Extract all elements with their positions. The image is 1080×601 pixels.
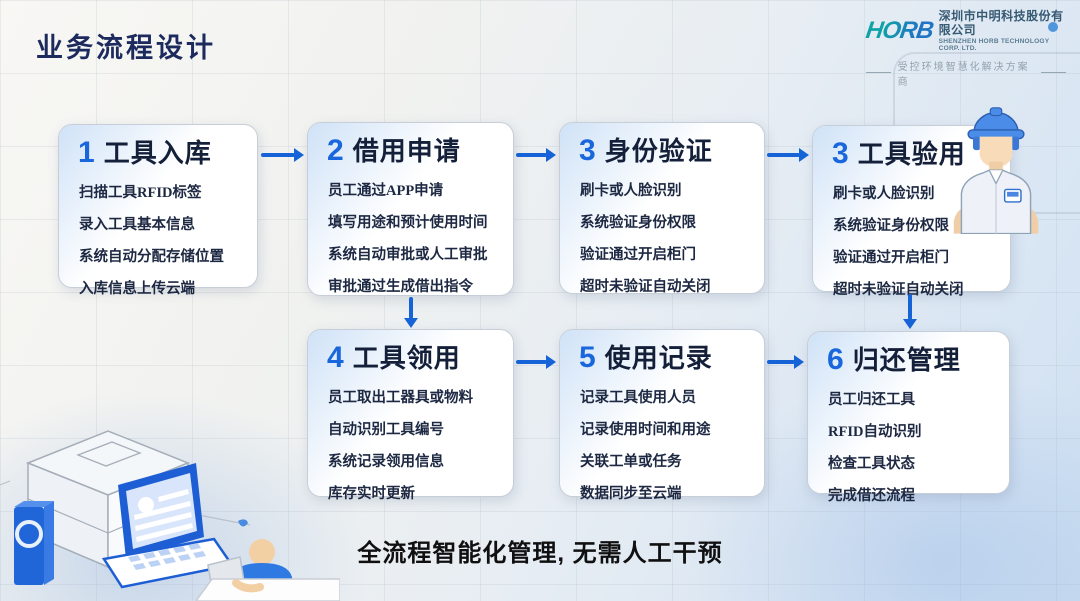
card-item: 系统自动审批或人工审批 [328,247,488,263]
card-title: 工具领用 [352,344,461,373]
card-items: 扫描工具RFID标签 录入工具基本信息 系统自动分配存储位置 入库信息上传云端 [59,177,257,305]
card-header: 6 归还管理 [808,332,1009,375]
card-items: 员工取出工器具或物料 自动识别工具编号 系统记录领用信息 库存实时更新 [308,382,513,510]
card-item: 超时未验证自动关闭 [580,279,711,295]
card-number: 1 [78,136,95,169]
card-header: 1 工具入库 [59,125,257,168]
card-item: 员工取出工器具或物料 [328,390,473,406]
card-item: 刷卡或人脸识别 [580,183,682,199]
card-title: 身份验证 [604,137,713,166]
printer-laptop-illustration [0,430,340,601]
card-title: 归还管理 [852,346,961,375]
tagline-dash-left [866,72,891,74]
card-header: 4 工具领用 [308,330,513,373]
card-item: 录入工具基本信息 [79,217,195,233]
card-item: 记录工具使用人员 [580,390,696,406]
arrow-right-icon [516,148,556,162]
company-name-cn: 深圳市中明科技股份有限公司 [938,9,1064,37]
tagline-dash-right [1041,72,1066,74]
card-item: 超时未验证自动关闭 [833,282,964,298]
logo-tagline-row: 受控环境智慧化解决方案商 [866,58,1066,88]
card-item: 系统验证身份权限 [580,215,696,231]
card-items: 员工归还工具 RFID自动识别 检查工具状态 完成借还流程 [808,384,1009,512]
footer-slogan: 全流程智能化管理, 无需人工干预 [357,540,723,567]
card-title: 借用申请 [352,137,461,166]
card-item: 扫描工具RFID标签 [79,185,202,201]
card-title: 使用记录 [604,344,713,373]
arrow-right-icon [767,148,809,162]
card-item: 完成借还流程 [828,488,915,504]
background-blue-dot [1048,22,1058,32]
card-header: 3 身份验证 [560,123,764,166]
card-items: 刷卡或人脸识别 系统验证身份权限 验证通过开启柜门 超时未验证自动关闭 [813,178,1010,306]
card-item: 审批通过生成借出指令 [328,279,473,295]
card-item: 刷卡或人脸识别 [833,186,935,202]
arrow-right-icon [261,148,304,162]
card-number: 3 [832,137,849,170]
card-item: 验证通过开启柜门 [833,250,949,266]
card-title: 工具入库 [103,139,212,168]
arrow-right-icon [516,355,556,369]
card-number: 3 [579,134,596,167]
arrow-down-icon [903,294,917,329]
card-items: 记录工具使用人员 记录使用时间和用途 关联工单或任务 数据同步至云端 [560,382,764,510]
arrow-down-icon [404,297,418,328]
company-tagline: 受控环境智慧化解决方案商 [897,61,1030,88]
card-items: 刷卡或人脸识别 系统验证身份权限 验证通过开启柜门 超时未验证自动关闭 [560,175,764,303]
card-item: 系统自动分配存储位置 [79,249,224,265]
card-item: 库存实时更新 [328,486,415,502]
card-item: 员工归还工具 [828,392,915,408]
card-number: 5 [579,341,596,374]
card-item: 关联工单或任务 [580,454,682,470]
brand-logo-icon: HORB [864,17,935,45]
card-borrow-request: 2 借用申请 员工通过APP申请 填写用途和预计使用时间 系统自动审批或人工审批… [307,122,514,296]
card-number: 6 [827,343,844,376]
card-item: 验证通过开启柜门 [580,247,696,263]
card-item: 员工通过APP申请 [328,183,444,199]
card-header: 3 工具验用 [813,126,1010,169]
card-header: 2 借用申请 [308,123,513,166]
card-tool-storage: 1 工具入库 扫描工具RFID标签 录入工具基本信息 系统自动分配存储位置 入库… [58,124,258,297]
logo-names: 深圳市中明科技股份有限公司 SHENZHEN HORB TECHNOLOGY C… [938,9,1066,53]
card-item: 数据同步至云端 [580,486,682,502]
card-header: 5 使用记录 [560,330,764,373]
card-usage-record: 5 使用记录 记录工具使用人员 记录使用时间和用途 关联工单或任务 数据同步至云… [559,329,765,502]
worker-illustration [953,107,1039,234]
card-item: 系统记录领用信息 [328,454,444,470]
card-item: 检查工具状态 [828,456,915,472]
card-item: 自动识别工具编号 [328,422,444,438]
card-items: 员工通过APP申请 填写用途和预计使用时间 系统自动审批或人工审批 审批通过生成… [308,175,513,303]
card-item: 记录使用时间和用途 [580,422,711,438]
company-name-en: SHENZHEN HORB TECHNOLOGY CORP. LTD. [938,37,1050,53]
card-item: RFID自动识别 [828,424,922,440]
card-number: 2 [327,134,344,167]
card-number: 4 [327,341,344,374]
company-logo: HORB 深圳市中明科技股份有限公司 SHENZHEN HORB TECHNOL… [864,9,1066,88]
card-tool-collection: 4 工具领用 员工取出工器具或物料 自动识别工具编号 系统记录领用信息 库存实时… [307,329,514,502]
arrow-right-icon [767,355,804,369]
card-return-management: 6 归还管理 员工归还工具 RFID自动识别 检查工具状态 完成借还流程 [807,331,1010,504]
page-title: 业务流程设计 [36,33,216,63]
card-item: 入库信息上传云端 [79,281,195,297]
card-item: 系统验证身份权限 [833,218,949,234]
card-title: 工具验用 [857,140,966,169]
logo-row: HORB 深圳市中明科技股份有限公司 SHENZHEN HORB TECHNOL… [864,9,1066,53]
card-identity-verification: 3 身份验证 刷卡或人脸识别 系统验证身份权限 验证通过开启柜门 超时未验证自动… [559,122,765,295]
card-item: 填写用途和预计使用时间 [328,215,488,231]
